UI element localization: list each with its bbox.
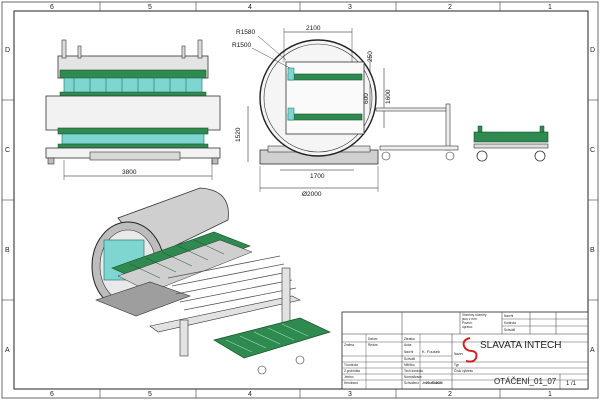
dim-600: 600 bbox=[363, 93, 370, 104]
zone-row-c: C bbox=[5, 147, 10, 154]
zone-row-d: D bbox=[5, 47, 10, 54]
tb-note-3: Povrch. bbox=[462, 321, 473, 325]
tb-rev-navrhl: Navrhl bbox=[504, 314, 514, 318]
zone-col-3: 3 bbox=[348, 4, 352, 11]
tb-note-1: Všechny rozměry bbox=[462, 313, 487, 317]
cart-end-view bbox=[473, 125, 549, 162]
dim-250: 250 bbox=[367, 51, 374, 62]
tb-rev-schvalil: Schválil bbox=[504, 328, 515, 332]
zone-col-4: 4 bbox=[248, 4, 252, 11]
tb-field-normalizace: Normalizace bbox=[404, 375, 422, 379]
zone-row-b: B bbox=[5, 247, 10, 254]
front-view bbox=[45, 39, 221, 180]
tb-field-schvaleno: Schváleno bbox=[404, 381, 419, 385]
zone-row-b-right: B bbox=[590, 247, 595, 254]
tb-date: 20. 06.2020 bbox=[426, 381, 443, 385]
zone-col-2: 2 bbox=[448, 4, 452, 11]
dim-3800: 3800 bbox=[122, 169, 137, 176]
zone-col-6: 6 bbox=[50, 4, 54, 11]
tb-author: K. Fousek bbox=[422, 349, 440, 354]
tb-row-navrhl: Navrhl bbox=[404, 350, 414, 354]
tb-note-4: úprava: bbox=[462, 325, 473, 329]
dim-r1500: R1500 bbox=[232, 42, 252, 49]
zone-row-a-right: A bbox=[590, 347, 595, 354]
zone-col-5: 5 bbox=[148, 4, 152, 11]
zone-col-1: 1 bbox=[548, 4, 552, 11]
dim-2100: 2100 bbox=[306, 25, 321, 32]
tb-typ: Typ bbox=[454, 363, 459, 367]
tb-note-2: jsou v mm bbox=[461, 317, 477, 321]
dim-1600: 1600 bbox=[385, 89, 392, 104]
tb-field-techkontrola: Tech.kontrola bbox=[404, 369, 423, 373]
tb-left-zmena: Změna bbox=[344, 343, 354, 347]
cart-side-view bbox=[375, 103, 459, 161]
isometric-view bbox=[91, 187, 331, 375]
tb-field-meritko: Měřítko bbox=[404, 363, 415, 367]
tb-row-hmotnost: Hmotnost bbox=[344, 381, 358, 385]
tb-row-zprohlidka: Z.prohlídka bbox=[344, 369, 360, 373]
title-block bbox=[341, 311, 589, 390]
sheet-number: 1 /1 bbox=[566, 381, 577, 387]
zone-col-6-bottom: 6 bbox=[50, 391, 54, 398]
tb-rev-kontrola: Kontrola bbox=[504, 321, 516, 325]
dim-diameter: Ø2000 bbox=[302, 191, 322, 198]
tb-row-tkontrola: T.kontrola bbox=[344, 363, 358, 367]
tb-row-jmeno: Jméno bbox=[344, 375, 354, 379]
zone-row-a: A bbox=[5, 347, 10, 354]
dim-1520: 1520 bbox=[235, 127, 242, 142]
drawing-name: OTÁČENÍ_01_07 bbox=[494, 377, 557, 386]
zone-col-1-bottom: 1 bbox=[548, 391, 552, 398]
tb-left-datum: Datum bbox=[368, 337, 378, 341]
tb-row-autor: Autor bbox=[404, 343, 413, 347]
zone-col-3-bottom: 3 bbox=[348, 391, 352, 398]
zone-col-2-bottom: 2 bbox=[448, 391, 452, 398]
tb-nazev: Název bbox=[454, 352, 463, 356]
zone-row-d-right: D bbox=[590, 47, 595, 54]
tb-left-zkratka: Zkratka bbox=[404, 337, 415, 341]
tb-field-jmenodatum: Jméno/Datum bbox=[422, 381, 442, 385]
dim-r1580: R1580 bbox=[236, 29, 256, 36]
dim-1700: 1700 bbox=[310, 173, 325, 180]
company-name: SLAVATA INTECH bbox=[480, 340, 562, 351]
side-view bbox=[247, 28, 385, 192]
zone-col-5-bottom: 5 bbox=[148, 391, 152, 398]
tb-row-schvalil: Schválil bbox=[404, 357, 415, 361]
zone-col-4-bottom: 4 bbox=[248, 391, 252, 398]
zone-row-c-right: C bbox=[590, 147, 595, 154]
tb-cislo-vykresu: Číslo výkresu bbox=[454, 368, 473, 373]
tb-left-revize: Revize bbox=[368, 343, 378, 347]
